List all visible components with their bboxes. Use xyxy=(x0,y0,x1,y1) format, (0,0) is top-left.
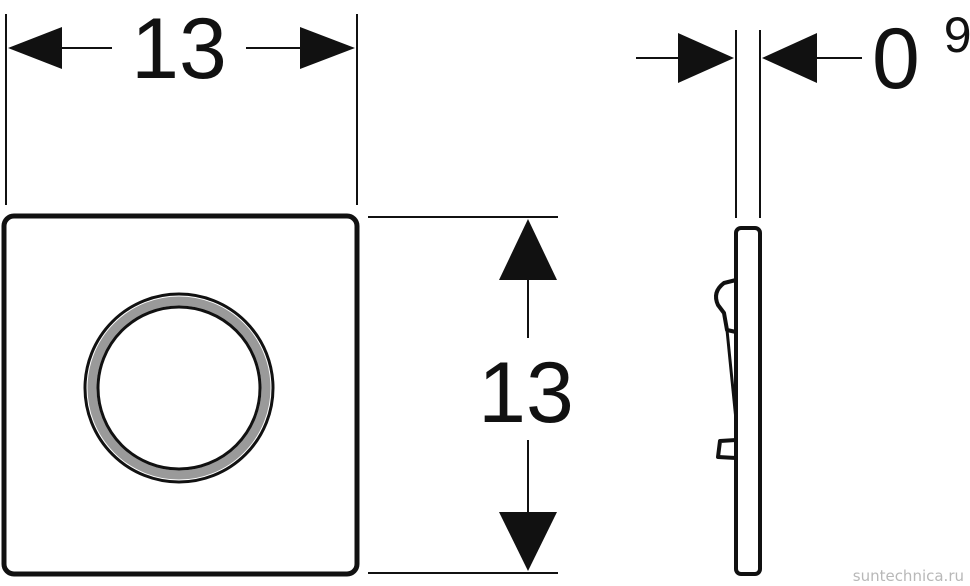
arrowhead-up xyxy=(499,219,557,280)
depth-label-superscript: 9 xyxy=(944,7,970,63)
arrowhead-depth-right xyxy=(762,33,817,83)
height-dimension-label: 13 xyxy=(478,345,574,441)
depth-dimension: 0 9 xyxy=(636,7,970,218)
height-dimension: 13 xyxy=(368,216,574,574)
button-ring-inner xyxy=(96,305,262,471)
mounting-clip-upper xyxy=(714,278,737,334)
button-ring-band xyxy=(87,296,271,480)
depth-label-main: 0 xyxy=(872,11,920,107)
watermark: suntechnica.ru xyxy=(853,567,964,585)
arrowhead-down xyxy=(499,512,557,571)
front-view xyxy=(1,213,360,577)
depth-dimension-label: 0 9 xyxy=(872,7,970,107)
arrowhead-depth-left xyxy=(678,33,734,83)
mounting-clip-lower xyxy=(716,438,737,460)
arrowhead-right xyxy=(300,27,355,69)
arrowhead-left xyxy=(8,27,62,69)
side-view xyxy=(714,226,762,576)
mounting-clip-brace xyxy=(725,329,738,421)
width-dimension: 13 xyxy=(5,1,358,205)
plate-side-profile xyxy=(734,226,762,576)
width-dimension-label: 13 xyxy=(131,1,227,97)
